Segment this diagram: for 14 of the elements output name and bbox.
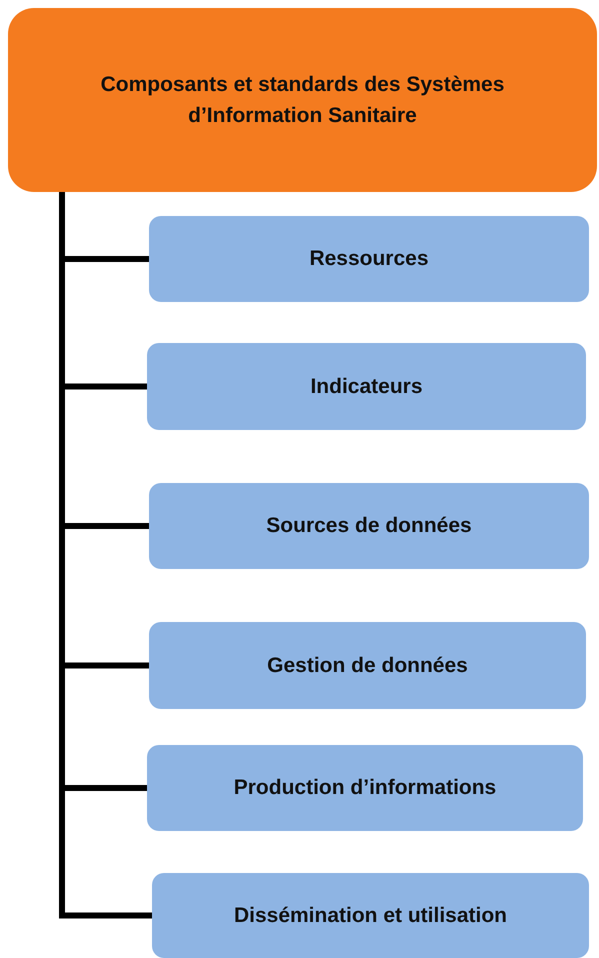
node-label: Indicateurs [310, 374, 423, 400]
node-label: Gestion de données [267, 652, 468, 679]
component-box [149, 216, 589, 302]
node-label: Ressources [309, 246, 429, 272]
component-box [149, 622, 586, 709]
component-box [147, 343, 586, 430]
component-box [147, 745, 583, 831]
title-box [8, 8, 597, 192]
component-box [152, 873, 589, 958]
node-label: Composants et standards des Systèmes d’Information Sanitaire [100, 72, 506, 129]
node-label: Sources de données [266, 513, 472, 540]
node-label: Dissémination et utilisation [234, 902, 508, 929]
node-label: Production d’informations [234, 775, 496, 802]
component-box [149, 483, 589, 569]
